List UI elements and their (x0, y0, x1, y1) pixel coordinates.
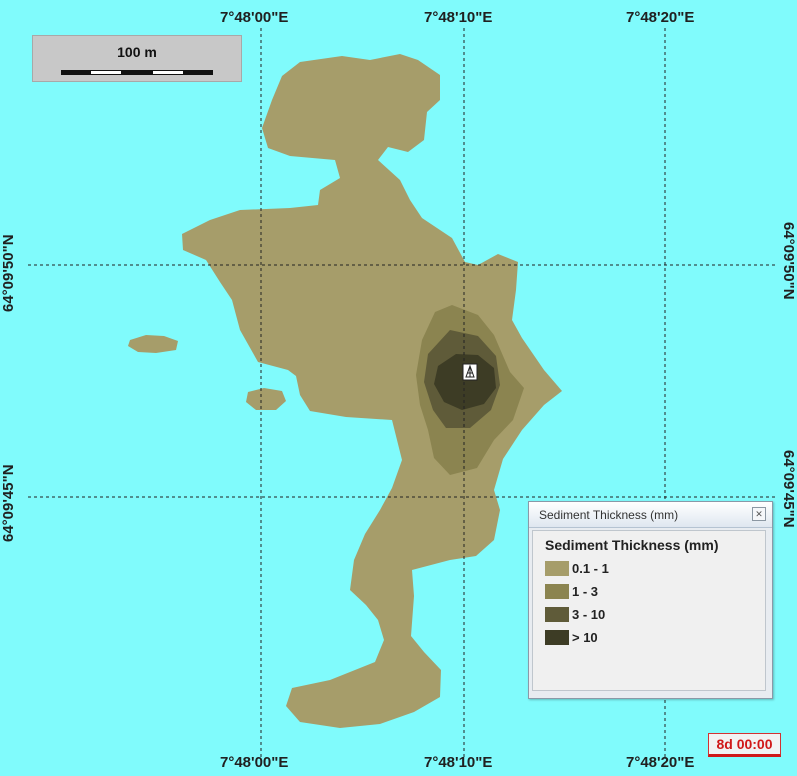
longitude-label: 7°48'20"E (626, 754, 695, 771)
latitude-label: 64°09'50"N (0, 234, 17, 312)
latitude-label: 64°09'45"N (0, 464, 17, 542)
latitude-label: 64°09'45"N (780, 450, 797, 528)
sediment-zone-gt-10 (434, 354, 496, 410)
sediment-plume-0.1-1 (182, 54, 562, 728)
legend-item: 3 - 10 (545, 607, 605, 623)
sediment-patch-southwest (246, 388, 286, 410)
longitude-label: 7°48'10"E (424, 754, 493, 771)
release-site-icon[interactable] (462, 363, 478, 381)
legend-item-label: 1 - 3 (572, 584, 599, 599)
legend-swatch (545, 584, 569, 599)
legend-item-label: > 10 (572, 630, 598, 645)
longitude-label: 7°48'10"E (424, 9, 493, 26)
legend-item-label: 3 - 10 (572, 607, 606, 622)
scale-bar-segment (91, 71, 121, 74)
scale-bar-graphic (61, 70, 213, 75)
legend-heading: Sediment Thickness (mm) (545, 537, 719, 553)
latitude-label: 64°09'50"N (780, 222, 797, 300)
simulation-time-label: 8d 00:00 (708, 733, 781, 757)
legend-item: 0.1 - 1 (545, 561, 609, 577)
legend-window-title: Sediment Thickness (mm) (539, 508, 679, 522)
graticule (28, 28, 778, 760)
legend-item-label: 0.1 - 1 (572, 561, 609, 576)
legend-swatch (545, 561, 569, 576)
legend-body: Sediment Thickness (mm) 0.1 - 1 1 - 3 3 … (532, 530, 766, 691)
longitude-label: 7°48'20"E (626, 9, 695, 26)
legend-window[interactable]: Sediment Thickness (mm) ✕ Sediment Thick… (528, 501, 773, 699)
legend-swatch (545, 607, 569, 622)
scale-bar-segment (153, 71, 183, 74)
longitude-label: 7°48'00"E (220, 9, 289, 26)
legend-swatch (545, 630, 569, 645)
legend-titlebar[interactable]: Sediment Thickness (mm) ✕ (529, 502, 772, 528)
scale-bar: 100 m (32, 35, 242, 82)
sediment-patch-west (128, 335, 178, 353)
longitude-label: 7°48'00"E (220, 754, 289, 771)
legend-item: 1 - 3 (545, 584, 598, 600)
legend-item: > 10 (545, 630, 598, 646)
scale-bar-label: 100 m (117, 44, 157, 60)
close-icon[interactable]: ✕ (752, 507, 766, 521)
